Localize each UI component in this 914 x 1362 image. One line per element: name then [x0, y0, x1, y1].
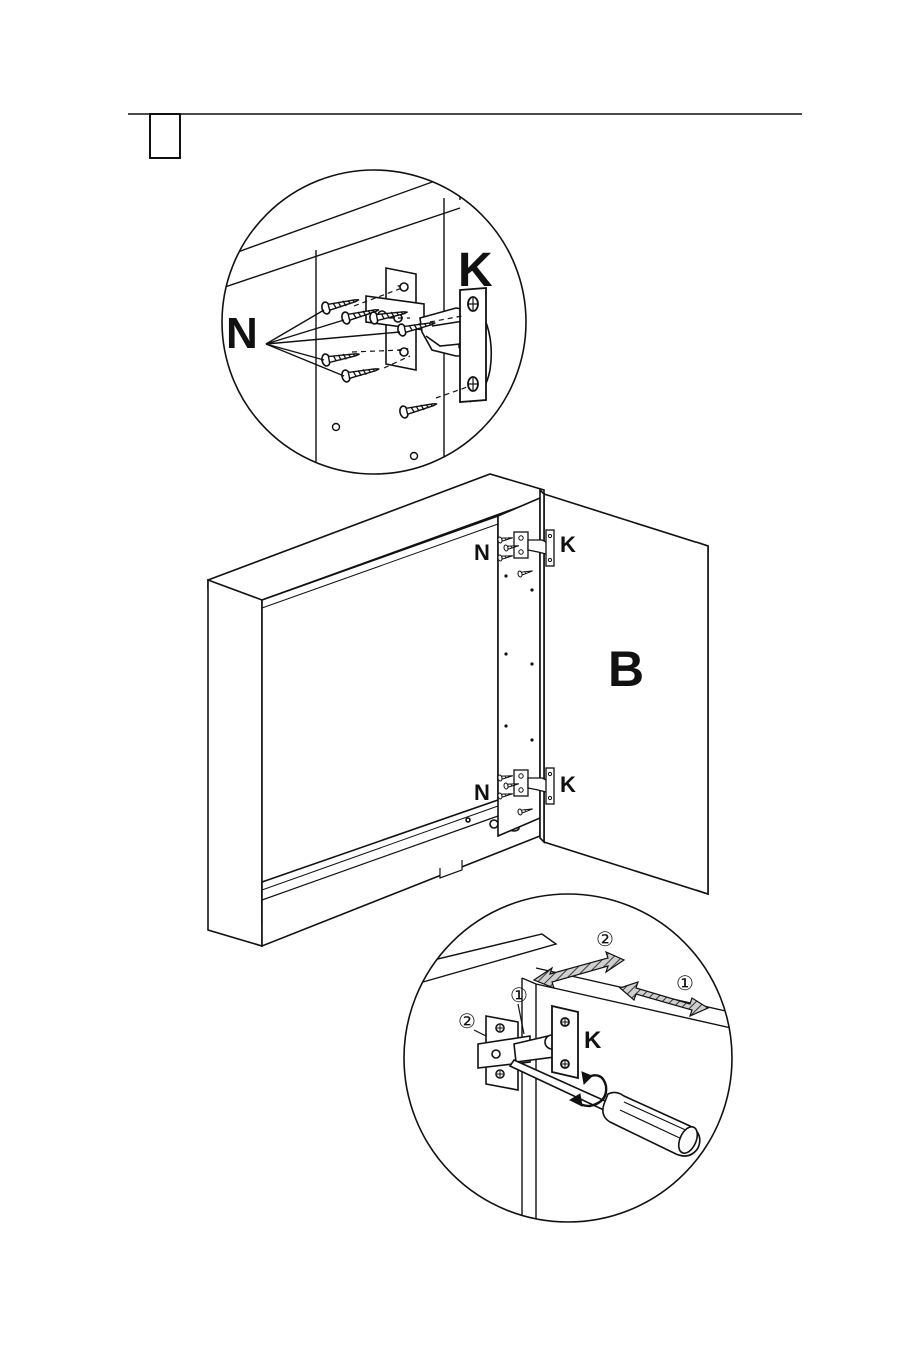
door-label: B [608, 641, 644, 697]
hinge-cup-plate-detail [552, 1006, 578, 1078]
screw-label-lower: N [474, 780, 490, 805]
hinge-label-detail: K [584, 1027, 602, 1054]
hinge-label-upper: K [560, 532, 576, 557]
hinge-adjustment-detail: ② ① ① ② K [400, 894, 740, 1240]
hinge-label-lower: K [560, 772, 576, 797]
screw-label-upper: N [474, 540, 490, 565]
hinge-detail-top: N K [210, 170, 526, 480]
step-one-marker-left: ① [510, 983, 528, 1007]
screw-label-top: N [226, 309, 258, 358]
hinge-cup-plate [460, 288, 486, 402]
hinge-label-top: K [458, 244, 493, 297]
step-two-marker-top: ② [596, 927, 614, 951]
step-one-marker-right: ① [676, 971, 694, 995]
step-two-marker-left: ② [458, 1009, 476, 1033]
cabinet-left-panel [208, 580, 262, 946]
step-number-box [150, 114, 180, 158]
step-header [128, 114, 802, 158]
cabinet [208, 474, 708, 946]
